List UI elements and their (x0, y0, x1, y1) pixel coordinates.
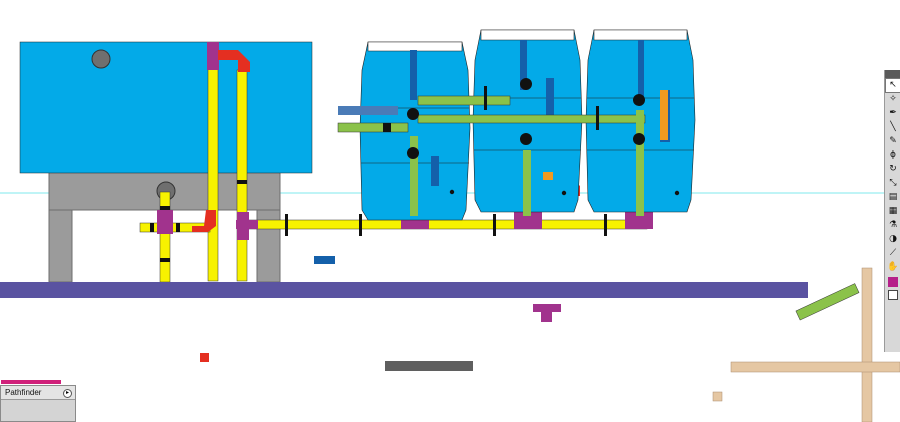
scale-tool-icon[interactable]: ⤡ (889, 178, 897, 188)
graph-tool-icon[interactable]: ▤ (888, 192, 898, 202)
floor-bar[interactable] (0, 282, 808, 298)
hand-tool-icon[interactable]: ✋ (887, 262, 899, 272)
fill-color-swatch[interactable] (888, 277, 898, 287)
rotate-tool-icon[interactable]: ↻ (889, 164, 897, 174)
tools-panel-grip[interactable] (885, 70, 900, 78)
magic-wand-icon[interactable]: ✧ (889, 94, 897, 104)
loose-gray-bar[interactable] (385, 361, 473, 371)
selection-tool-icon[interactable]: ↖ (885, 78, 900, 93)
cistern-tank[interactable] (19, 41, 313, 201)
brush-tool-icon[interactable]: ϕ (890, 150, 896, 160)
line-tool-icon[interactable]: ╲ (890, 122, 896, 132)
pathfinder-panel[interactable]: Pathfinder ▸ (0, 380, 76, 422)
loose-tan-square[interactable] (712, 391, 723, 402)
blend-tool-icon[interactable]: ◑ (889, 234, 897, 244)
slice-tool-icon[interactable]: ⟋ (889, 248, 897, 258)
eyedropper-tool-icon[interactable]: ⚗ (888, 220, 898, 230)
tab-pathfinder[interactable]: Pathfinder (5, 388, 42, 397)
pencil-tool-icon[interactable]: ✎ (889, 136, 897, 146)
tools-panel[interactable]: ↖✧ ✒ ╲ ✎ ϕ ↻ ⤡ ▤ ▦ ⚗ ◑ ⟋ ✋ (884, 70, 900, 352)
pen-tool-icon[interactable]: ✒ (889, 108, 897, 118)
loose-red-square[interactable] (200, 353, 209, 362)
pipe-joints (150, 180, 607, 262)
loose-tee-fitting[interactable] (533, 304, 561, 322)
loose-green-bar[interactable] (795, 283, 860, 321)
mesh-tool-icon[interactable]: ▦ (888, 206, 898, 216)
blue-inlet-pipes[interactable] (314, 40, 644, 264)
wooden-cross[interactable] (730, 267, 900, 422)
panel-menu-icon[interactable]: ▸ (63, 389, 72, 398)
valve-handles[interactable] (383, 78, 645, 159)
panel-accent-band (1, 380, 61, 384)
stroke-color-swatch[interactable] (888, 290, 898, 300)
barrel-tank-1[interactable] (359, 41, 471, 221)
green-pipes[interactable] (337, 90, 670, 216)
